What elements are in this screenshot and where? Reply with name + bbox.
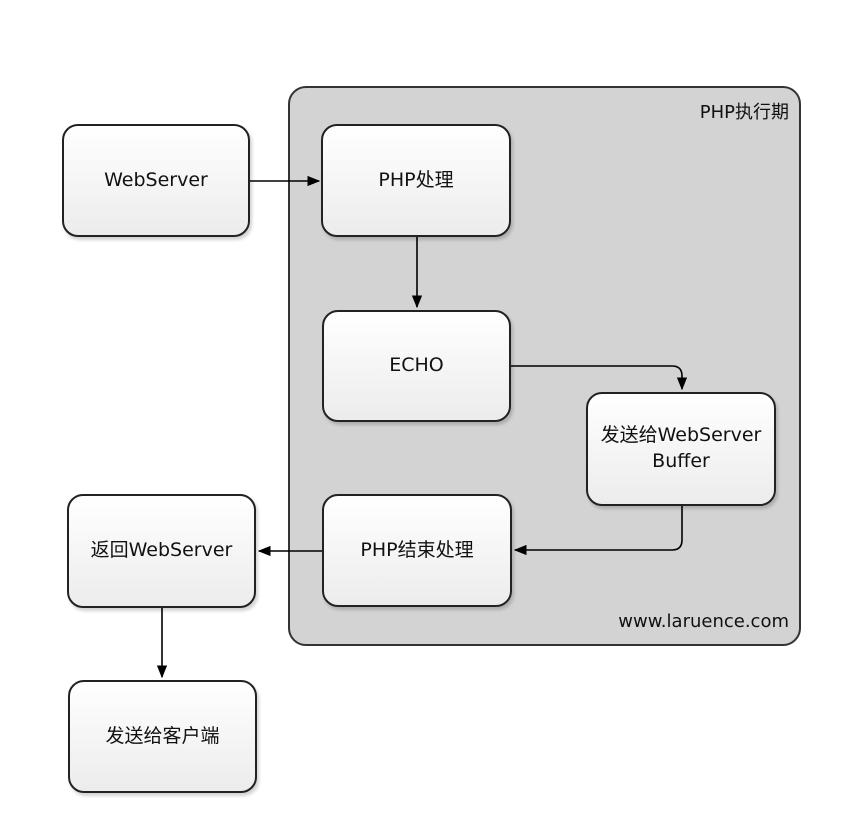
node-send-buffer-label-line1: 发送给WebServer [600, 424, 762, 447]
node-php-end: PHP结束处理 [322, 494, 512, 607]
node-php-process: PHP处理 [321, 124, 511, 237]
node-php-process-label: PHP处理 [378, 168, 454, 191]
arrow-buffer-to-php-end [513, 506, 683, 556]
node-send-buffer-label-line2: Buffer [652, 450, 710, 472]
container-footer-url: www.laruence.com [618, 611, 789, 632]
node-echo-label: ECHO [389, 354, 444, 377]
node-webserver-label: WebServer [104, 168, 208, 191]
node-return-webserver: 返回WebServer [67, 494, 256, 608]
node-send-client-label: 发送给客户端 [105, 724, 220, 747]
node-send-client: 发送给客户端 [68, 680, 257, 793]
arrow-echo-to-buffer [511, 365, 688, 391]
node-return-webserver-label: 返回WebServer [90, 539, 233, 562]
node-webserver: WebServer [62, 124, 250, 237]
node-php-end-label: PHP结束处理 [360, 538, 474, 561]
container-title: PHP执行期 [699, 102, 789, 123]
node-send-buffer: 发送给WebServer Buffer [586, 392, 776, 506]
node-echo: ECHO [322, 310, 511, 422]
